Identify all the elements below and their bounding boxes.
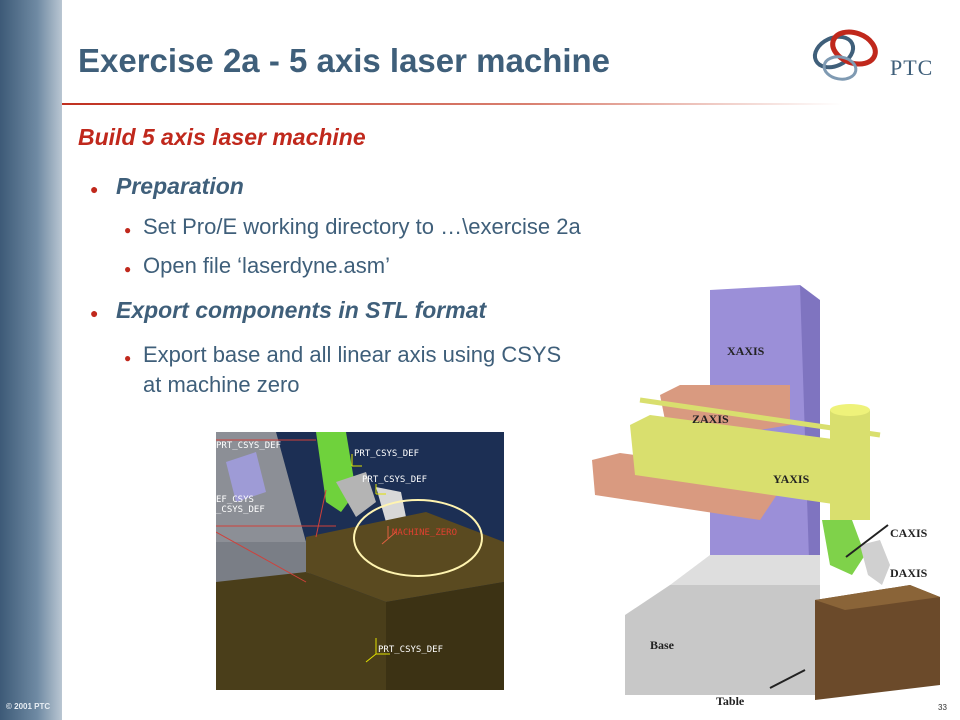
table-block <box>815 585 940 700</box>
csys-label: PRT_CSYS_DEF <box>216 441 281 451</box>
table-label: Table <box>716 694 745 705</box>
cad-nozzle-part <box>336 472 376 517</box>
caxis-label: CAXIS <box>890 526 928 540</box>
cad-screenshot: PRT_CSYS_DEF PRT_CSYS_DEF PRT_CSYS_DEF E… <box>216 432 504 690</box>
cad-purple-part <box>226 452 266 502</box>
cad-table-side <box>386 582 504 690</box>
cad-table-front <box>216 572 386 690</box>
cad-edge-line <box>315 489 327 538</box>
bullet-icon: ● <box>124 262 132 276</box>
bullet-label: Export base and all linear axis using CS… <box>143 342 562 367</box>
csys-marker-top <box>351 454 362 467</box>
base-block <box>625 585 830 695</box>
csys-label: EF_CSYS <box>216 495 254 505</box>
bullet-export-base: ● Export base and all linear axis using C… <box>124 342 561 368</box>
copyright-text: © 2001 PTC <box>6 702 51 711</box>
bullet-icon: ● <box>124 223 132 237</box>
bullet-icon: ● <box>124 351 132 365</box>
csys-label: PRT_CSYS_DEF <box>378 645 443 655</box>
table-top <box>815 585 940 610</box>
laser-machine-illustration: XAXIS ZAXIS YAXIS CAXIS DAXIS Base Table <box>592 285 940 705</box>
csys-marker-right <box>375 484 386 495</box>
csys-label: PRT_CSYS_DEF <box>354 449 419 459</box>
slide-title: Exercise 2a - 5 axis laser machine <box>78 42 611 79</box>
yaxis-beam <box>630 415 840 505</box>
daxis-nozzle <box>860 540 890 585</box>
bullet-label: Open file ‘laserdyne.asm’ <box>143 253 391 278</box>
cad-table-top <box>306 512 504 602</box>
caxis-cylinder <box>830 410 870 520</box>
bullet-preparation: ● Preparation <box>90 173 244 200</box>
page-number: 33 <box>938 703 947 712</box>
bullet-icon: ● <box>90 181 99 197</box>
bullet-export-base-line2: at machine zero <box>143 372 300 397</box>
sidebar-curve-decoration <box>62 0 150 60</box>
caxis-joint <box>822 520 865 575</box>
bullet-icon: ● <box>90 305 99 321</box>
machine-zero-label: MACHINE_ZERO <box>392 528 457 538</box>
bullet-open-file: ● Open file ‘laserdyne.asm’ <box>124 253 390 279</box>
xaxis-label: XAXIS <box>727 344 765 358</box>
zaxis-label: ZAXIS <box>692 412 729 426</box>
caxis-cylinder-top <box>830 404 870 416</box>
bullet-label: Preparation <box>116 173 244 199</box>
caxis-pointer <box>845 524 889 558</box>
cad-edge-line <box>216 531 307 583</box>
base-step <box>670 555 820 585</box>
csys-label: PRT_CSYS_DEF <box>362 475 427 485</box>
left-sidebar-band <box>0 0 62 720</box>
csys-marker-machine-zero <box>381 526 397 545</box>
bullet-set-directory: ● Set Pro/E working directory to …\exerci… <box>124 214 581 240</box>
csys-label: _CSYS_DEF <box>216 505 265 515</box>
bullet-label: Set Pro/E working directory to …\exercis… <box>143 214 581 239</box>
ptc-logo-icon <box>812 29 878 81</box>
csys-marker-bottom <box>365 638 390 663</box>
daxis-label: DAXIS <box>890 566 928 580</box>
bullet-export-stl: ● Export components in STL format <box>90 297 486 324</box>
yaxis-label: YAXIS <box>773 472 810 486</box>
bullet-label: Export components in STL format <box>116 297 487 323</box>
machine-zero-highlight <box>353 499 483 577</box>
ptc-logo-text: PTC <box>890 55 934 80</box>
table-pointer <box>769 669 806 689</box>
section-heading: Build 5 axis laser machine <box>78 124 366 150</box>
cad-nozzle-tip <box>376 487 406 522</box>
base-label: Base <box>650 638 675 652</box>
title-underline <box>62 103 842 105</box>
